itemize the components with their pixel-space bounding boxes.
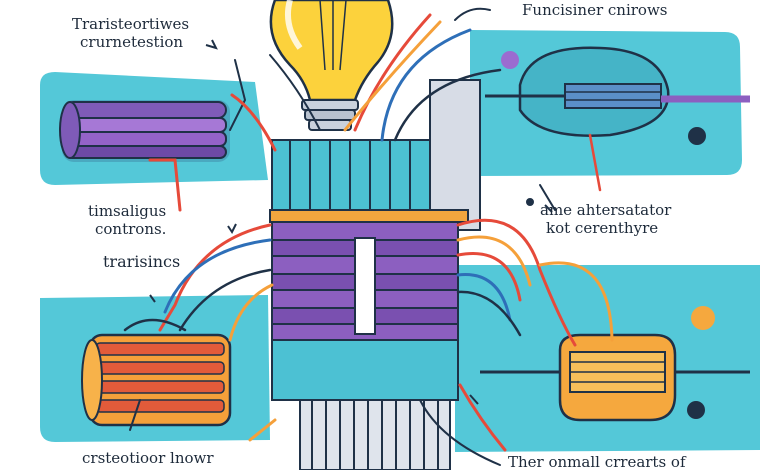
chip-base-pins — [271, 339, 459, 470]
chip-ribs-top — [271, 79, 481, 231]
label-bottom-right: Ther onmall crrearts of — [508, 453, 686, 471]
label-top-left-line2: crurnetestion — [80, 33, 184, 51]
label-top-left-line1: Traristeortiwes — [72, 15, 190, 33]
label-bottom-left: crsteotioor lnowr — [82, 449, 214, 467]
chip-layers-purple — [269, 209, 469, 341]
label-mid-right-line1: ame ahtersatator — [540, 201, 672, 219]
battery-module-bottom-right — [480, 306, 750, 422]
label-mid-left-line1: timsaligus — [88, 202, 167, 220]
leader-marks — [149, 39, 553, 405]
light-bulb-icon — [269, 0, 394, 131]
label-mid-right-line2: kot cerenthyre — [546, 219, 659, 237]
label-mid-left-line2: controns. — [95, 220, 167, 238]
battery-module-bottom-left — [81, 333, 232, 427]
wires — [123, 7, 614, 466]
label-top-right: Funcisiner cnirows — [522, 1, 668, 19]
capsule-module-top-right — [485, 46, 750, 145]
label-mid-left-lower: trarisincs — [103, 252, 181, 271]
ribbon-module-top-left — [59, 100, 230, 162]
